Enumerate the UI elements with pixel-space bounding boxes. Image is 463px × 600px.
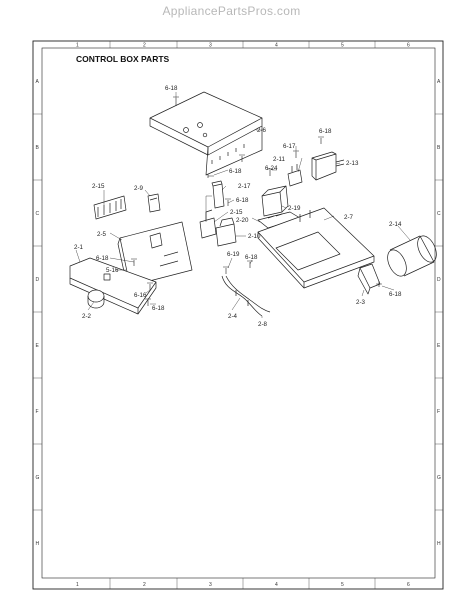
grid-row-d-right: D <box>437 277 441 283</box>
callout-2-13: 2-13 <box>346 160 359 167</box>
grid-row-a-right: A <box>437 79 441 85</box>
grid-col-2-top: 2 <box>143 43 146 49</box>
grid-col-5-bottom: 5 <box>341 582 344 588</box>
grid-row-e-left: E <box>36 343 40 349</box>
callout-6-18-top: 6-18 <box>165 85 178 92</box>
callout-2-17: 2-17 <box>238 183 251 190</box>
grid-col-5-top: 5 <box>341 43 344 49</box>
callout-6-18-mid: 6-18 <box>236 197 249 204</box>
grid-row-d-left: D <box>36 277 40 283</box>
callout-2-9: 2-9 <box>134 185 144 192</box>
callout-6-18-harness: 6-18 <box>245 254 258 261</box>
callout-6-16: 6-16 <box>134 292 147 299</box>
part-fan-motor-2-14 <box>387 235 437 277</box>
callout-2-5: 2-5 <box>97 231 107 238</box>
grid-row-c-left: C <box>36 211 40 217</box>
callout-6-17: 6-17 <box>283 143 296 150</box>
part-transformer-2-13 <box>311 151 345 181</box>
grid-col-3-top: 3 <box>209 43 212 49</box>
callout-6-19: 6-19 <box>227 251 240 258</box>
grid-row-a-left: A <box>36 79 40 85</box>
part-fuse-2-17 <box>211 180 225 209</box>
grid-row-b-left: B <box>36 145 40 151</box>
callout-6-18-cover: 6-18 <box>229 168 242 175</box>
callout-2-11: 2-11 <box>273 156 285 163</box>
part-harness-2-4 <box>221 275 271 317</box>
part-switch-2-11 <box>287 164 303 187</box>
callout-2-4: 2-4 <box>228 313 238 320</box>
part-bracket-2-3 <box>357 263 381 295</box>
grid-row-g-left: G <box>36 475 40 481</box>
grid-row-h-left: H <box>36 541 40 547</box>
part-relay-2-19 <box>261 185 289 217</box>
callout-5-16: 5-16 <box>106 267 119 274</box>
grid-row-h-right: H <box>437 541 441 547</box>
callout-2-14: 2-14 <box>389 221 402 228</box>
grid-row-b-right: B <box>437 145 441 151</box>
grid-row-e-right: E <box>437 343 441 349</box>
part-capacitor-2-10 <box>215 217 237 247</box>
grid-col-4-bottom: 4 <box>275 582 278 588</box>
grid-row-g-right: G <box>437 475 441 481</box>
grid-row-f-left: F <box>36 409 39 415</box>
callout-2-6: 2-6 <box>257 127 267 134</box>
sheet-inner-frame <box>41 47 436 579</box>
callout-2-8: 2-8 <box>258 321 268 328</box>
callout-2-7: 2-7 <box>344 214 354 221</box>
callout-2-15-right: 2-15 <box>230 209 243 216</box>
grid-col-2-bottom: 2 <box>143 582 146 588</box>
callout-2-10: 2-10 <box>248 233 261 240</box>
callout-2-20: 2-20 <box>236 217 249 224</box>
grid-col-3-bottom: 3 <box>209 582 212 588</box>
callout-2-1: 2-1 <box>74 244 84 251</box>
part-switch-2-15-right <box>199 209 217 239</box>
callout-6-24: 6-24 <box>265 165 278 172</box>
part-cover-2-6 <box>149 91 263 176</box>
leader-lines <box>75 92 411 318</box>
diagram-title: CONTROL BOX PARTS <box>76 54 170 64</box>
grid-col-4-top: 4 <box>275 43 278 49</box>
callout-2-3: 2-3 <box>356 299 366 306</box>
part-knob-2-2 <box>87 289 105 309</box>
grid-col-1-bottom: 1 <box>76 582 79 588</box>
part-connector-2-15-left <box>93 195 127 220</box>
screw-set <box>131 96 382 306</box>
grid-col-1-top: 1 <box>76 43 79 49</box>
part-clip-2-9 <box>147 193 161 213</box>
callout-6-18-left: 6-18 <box>96 255 109 262</box>
grid-row-f-right: F <box>437 409 440 415</box>
part-bracket-2-5 <box>117 221 193 291</box>
callout-6-18-right: 6-18 <box>319 128 332 135</box>
sheet-outer-frame <box>32 40 444 590</box>
part-chassis-2-7 <box>257 207 375 289</box>
callout-6-18-bottom-left: 6-18 <box>152 305 165 312</box>
grid-ticks <box>33 41 443 589</box>
callout-2-2: 2-2 <box>82 313 92 320</box>
callout-6-18-bottom-right: 6-18 <box>389 291 402 298</box>
callout-2-19: 2-19 <box>288 205 301 212</box>
callout-2-15-left: 2-15 <box>92 183 105 190</box>
grid-col-6-bottom: 6 <box>407 582 410 588</box>
grid-row-c-right: C <box>437 211 441 217</box>
watermark-text: AppliancePartsPros.com <box>162 4 301 18</box>
grid-col-6-top: 6 <box>407 43 410 49</box>
